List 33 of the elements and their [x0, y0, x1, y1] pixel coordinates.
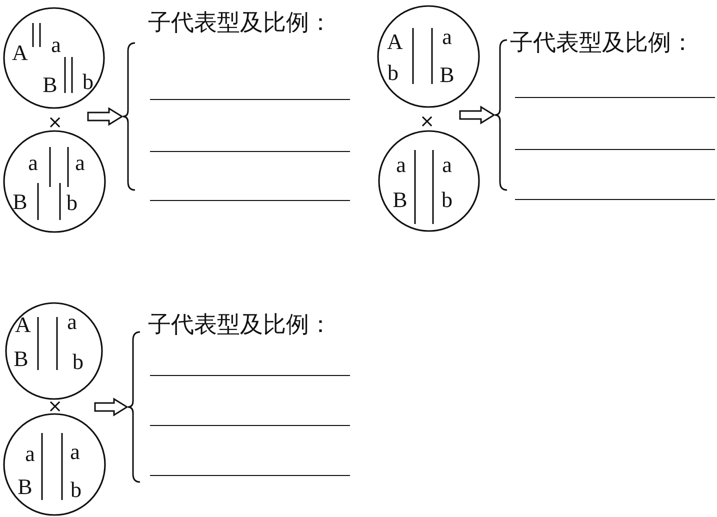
allele-label: a — [67, 311, 77, 333]
allele-label: a — [75, 152, 85, 174]
hollow-arrow — [94, 398, 128, 416]
allele-label: B — [440, 64, 454, 86]
cross-sign: × — [419, 114, 435, 130]
cross-sign: × — [47, 399, 63, 415]
allele-label: A — [15, 314, 31, 336]
allele-label: B — [12, 191, 28, 213]
allele-label: b — [388, 62, 398, 84]
allele-label: A — [387, 31, 403, 53]
allele-label: A — [12, 42, 28, 64]
allele-label: a — [28, 152, 38, 174]
heading: 子代表型及比例： — [148, 10, 332, 36]
heading: 子代表型及比例： — [510, 30, 694, 56]
allele-label: b — [82, 71, 94, 93]
allele-label: a — [442, 154, 452, 176]
allele-label: a — [25, 443, 35, 465]
allele-label: b — [70, 479, 82, 501]
allele-label: a — [442, 26, 452, 48]
allele-label: a — [51, 34, 61, 56]
allele-label: B — [18, 476, 32, 498]
allele-label: a — [396, 154, 406, 176]
hollow-arrow — [459, 106, 496, 124]
cross-sign: × — [47, 115, 63, 131]
allele-label: a — [70, 441, 80, 463]
allele-label: B — [14, 348, 28, 370]
allele-label: b — [442, 189, 452, 211]
allele-label: B — [42, 74, 58, 96]
heading: 子代表型及比例： — [148, 312, 332, 338]
allele-label: b — [72, 351, 84, 373]
allele-label: B — [392, 189, 408, 211]
allele-label: b — [66, 192, 78, 214]
hollow-arrow — [87, 107, 124, 126]
